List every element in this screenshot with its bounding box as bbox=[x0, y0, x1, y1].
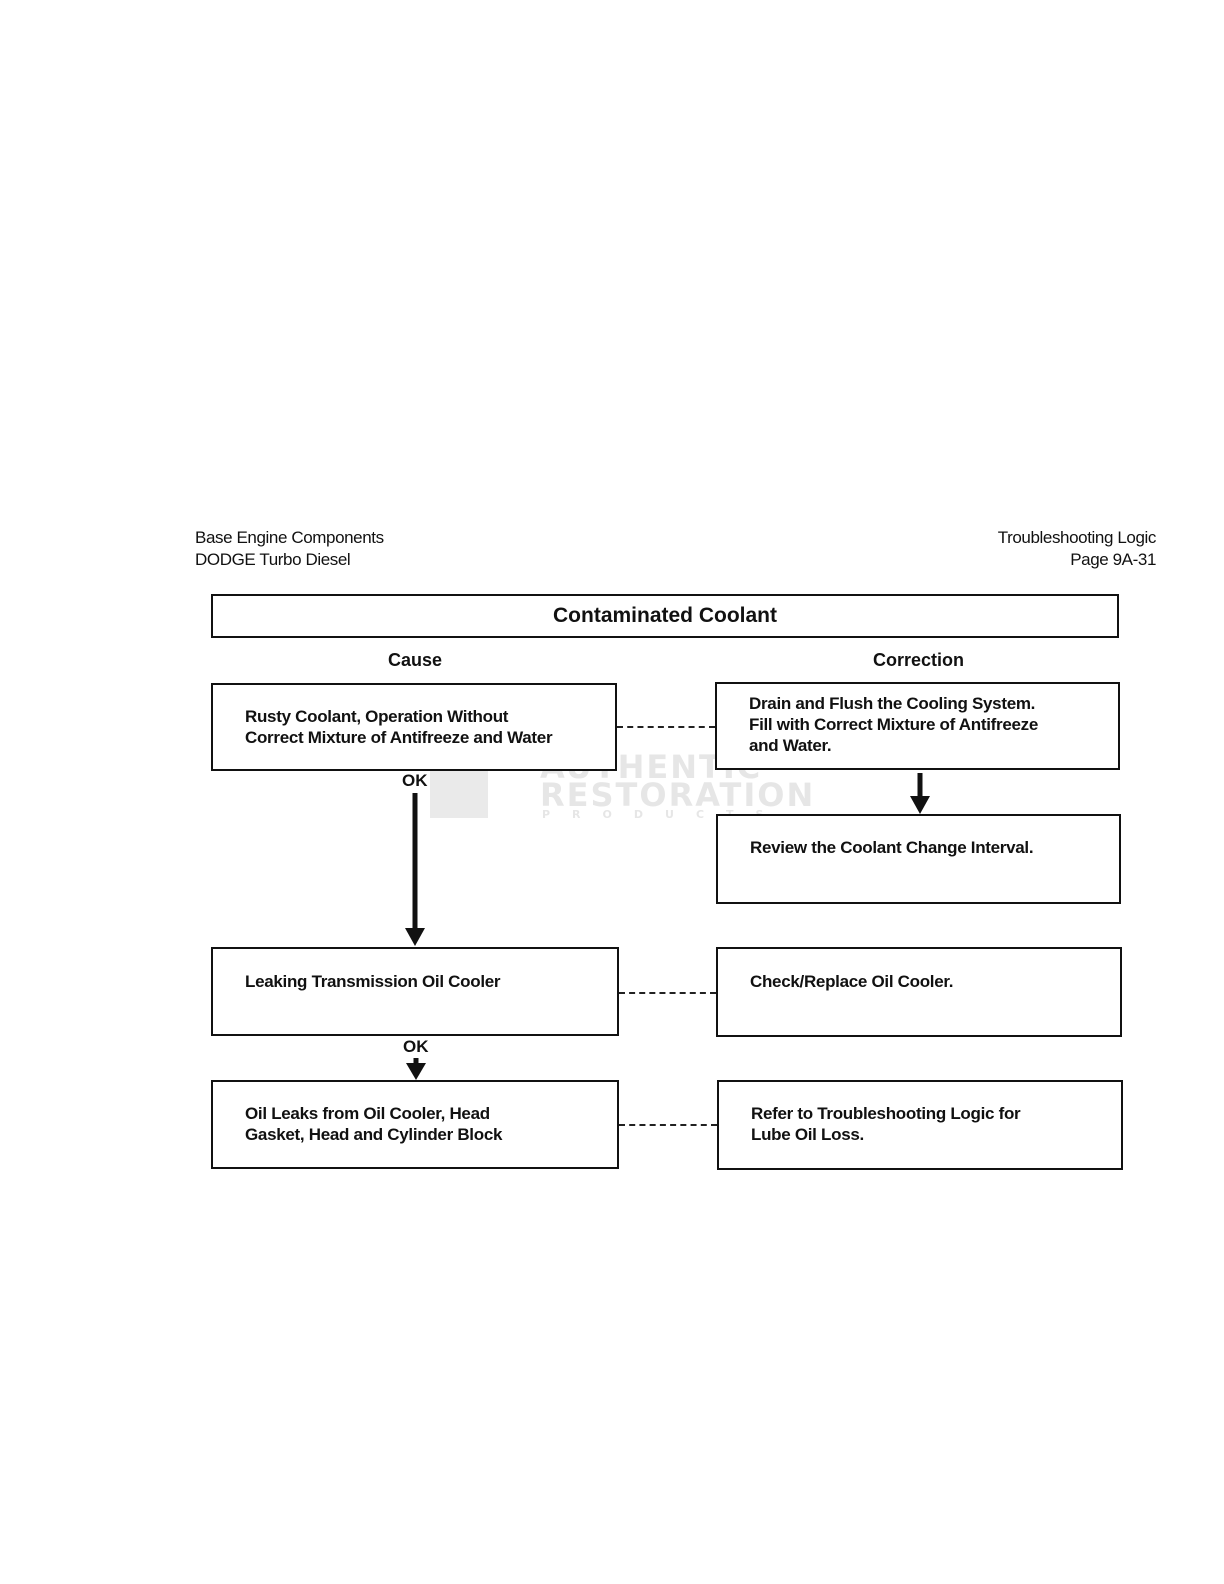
correction-box-4: Refer to Troubleshooting Logic for Lube … bbox=[717, 1080, 1123, 1170]
cause-box-2: Leaking Transmission Oil Cooler bbox=[211, 947, 619, 1036]
cause-text-1: Rusty Coolant, Operation Without Correct… bbox=[245, 707, 553, 747]
arrow-down-3 bbox=[406, 1058, 426, 1080]
section-title: Base Engine Components bbox=[195, 528, 384, 547]
connector-1 bbox=[617, 726, 715, 728]
correction-text-1: Drain and Flush the Cooling System. Fill… bbox=[749, 694, 1038, 755]
page-header-left: Base Engine Components DODGE Turbo Diese… bbox=[195, 527, 384, 571]
cause-column-heading: Cause bbox=[388, 650, 443, 670]
page-header-right: Troubleshooting Logic Page 9A-31 bbox=[997, 527, 1157, 571]
arrow-down-1 bbox=[405, 793, 425, 946]
cause-box-3: Oil Leaks from Oil Cooler, Head Gasket, … bbox=[211, 1080, 619, 1169]
cause-text-2: Leaking Transmission Oil Cooler bbox=[245, 972, 501, 991]
connector-2 bbox=[619, 992, 716, 994]
cause-text-3: Oil Leaks from Oil Cooler, Head Gasket, … bbox=[245, 1104, 503, 1144]
chart-title-box: Contaminated Coolant bbox=[211, 594, 1119, 638]
connector-3 bbox=[619, 1124, 717, 1126]
chart-title: Contaminated Coolant bbox=[553, 604, 777, 627]
correction-box-3: Check/Replace Oil Cooler. bbox=[716, 947, 1122, 1037]
correction-box-2: Review the Coolant Change Interval. bbox=[716, 814, 1121, 904]
correction-box-1: Drain and Flush the Cooling System. Fill… bbox=[715, 682, 1120, 770]
correction-text-3: Check/Replace Oil Cooler. bbox=[750, 972, 954, 991]
chapter-title: Troubleshooting Logic bbox=[997, 528, 1157, 547]
correction-text-2: Review the Coolant Change Interval. bbox=[750, 838, 1034, 857]
arrow-down-2 bbox=[910, 773, 930, 814]
cause-box-1: Rusty Coolant, Operation Without Correct… bbox=[211, 683, 617, 771]
correction-column-heading: Correction bbox=[873, 650, 965, 670]
ok-label-2: OK bbox=[403, 1037, 429, 1056]
page-number: Page 9A-31 bbox=[1070, 550, 1156, 569]
vehicle-name: DODGE Turbo Diesel bbox=[195, 550, 351, 569]
correction-text-4: Refer to Troubleshooting Logic for Lube … bbox=[751, 1104, 1021, 1144]
ok-label-1: OK bbox=[402, 771, 428, 790]
